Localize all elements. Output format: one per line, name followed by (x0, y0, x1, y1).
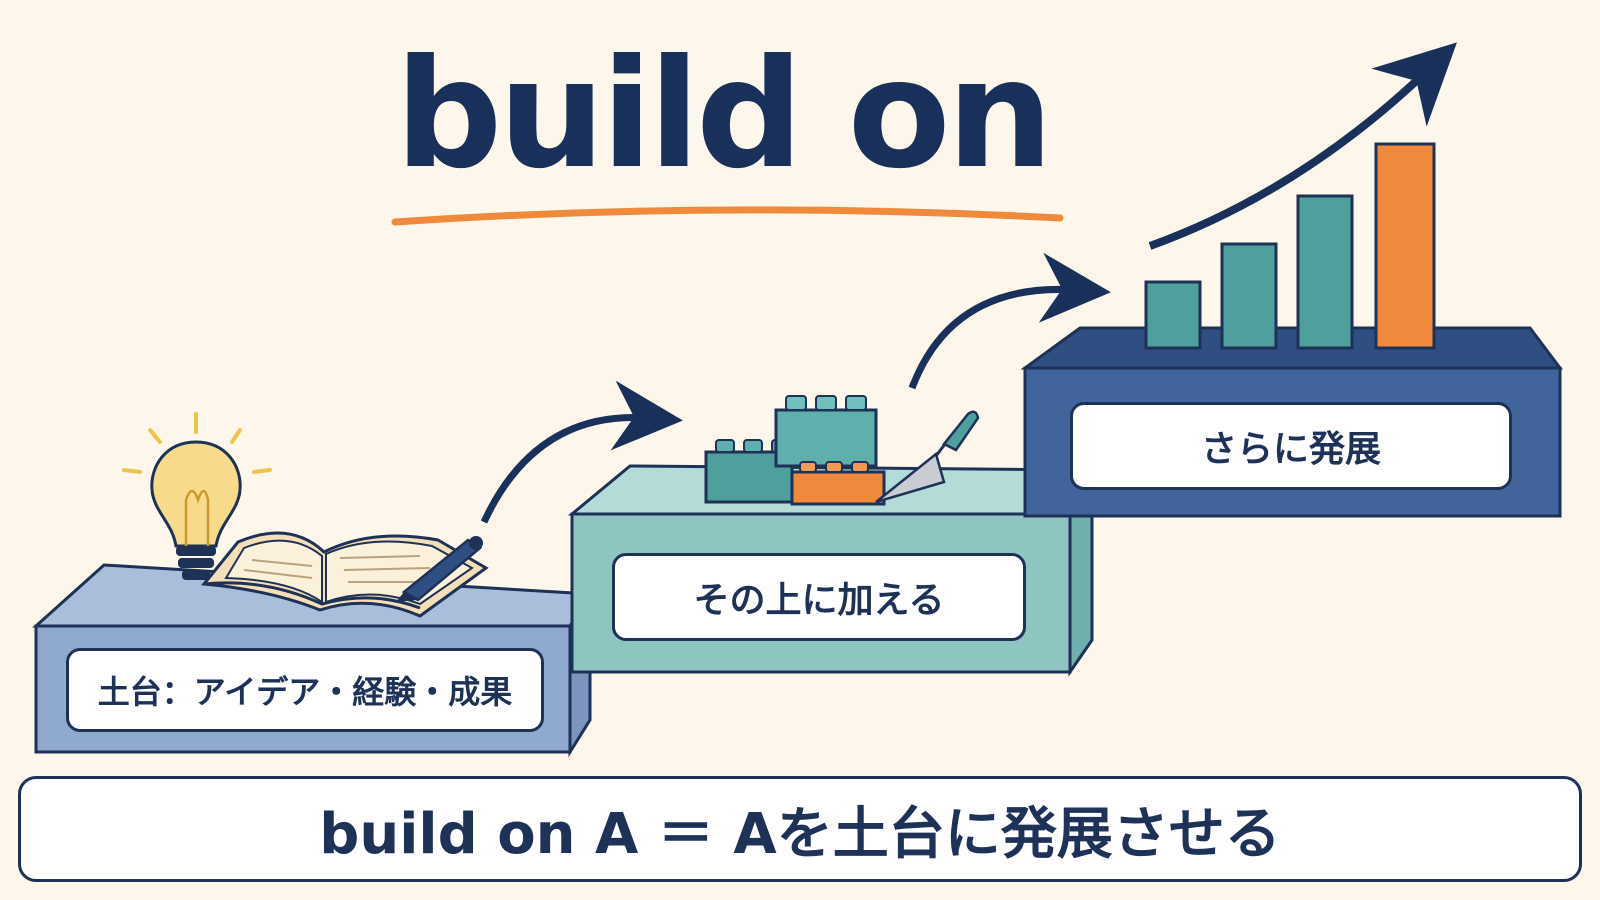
step-1-label: 土台：アイデア・経験・成果 (66, 648, 544, 732)
step-2-label: その上に加える (612, 553, 1026, 641)
step-3-label: さらに発展 (1070, 402, 1512, 490)
open-book-icon (201, 531, 489, 618)
definition-box: build on A ＝ Aを土台に発展させる (18, 776, 1582, 882)
curved-arrow-1 (480, 380, 683, 524)
lightbulb-icon (122, 412, 272, 580)
page-title: build on (395, 28, 1053, 202)
title-underline (391, 206, 1064, 226)
pen-icon (396, 536, 483, 602)
definition-text: build on A ＝ Aを土台に発展させる (319, 801, 1281, 867)
curved-arrow-2 (908, 252, 1111, 390)
bar-chart-icon (1144, 142, 1436, 350)
blocks-icon (704, 395, 886, 506)
trowel-icon (875, 410, 980, 504)
growth-arrow-icon (1148, 42, 1457, 250)
